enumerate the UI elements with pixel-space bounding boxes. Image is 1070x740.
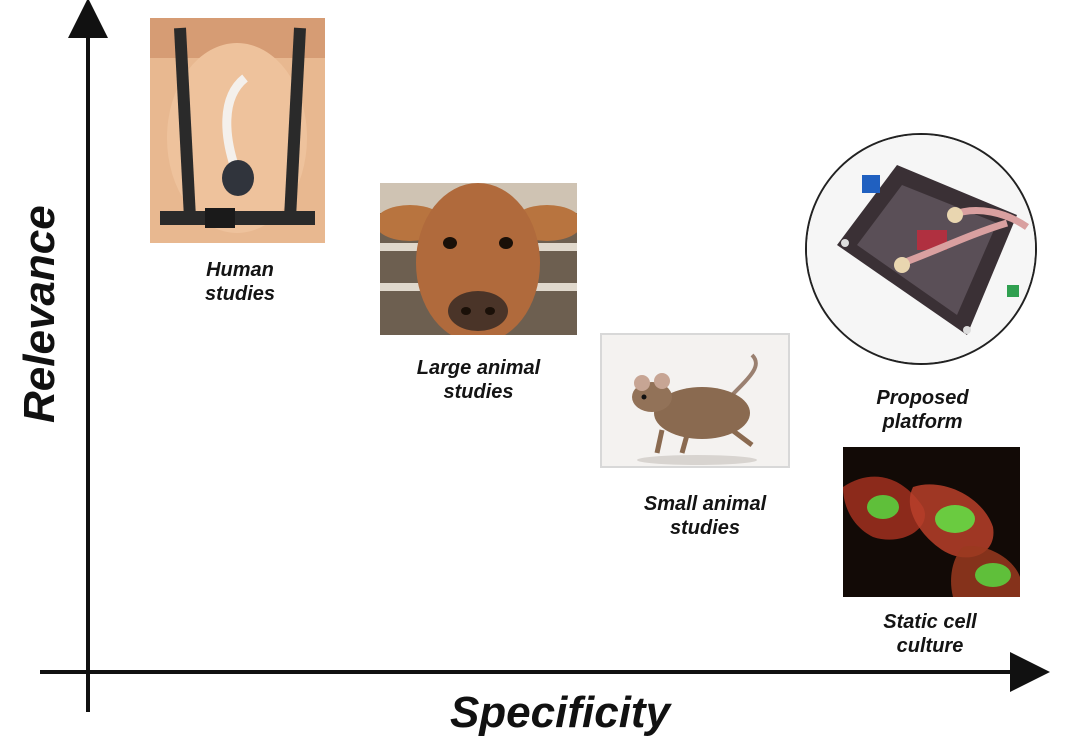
mouse-photo (600, 333, 790, 468)
y-axis-title: Relevance (12, 223, 68, 423)
calf-photo (380, 183, 577, 335)
large-animal-label-line1: Large animal (380, 356, 577, 380)
human-torso-photo (150, 18, 325, 243)
cell-culture-label-line2: culture (840, 634, 1020, 658)
x-axis-title: Specificity (440, 688, 680, 738)
large-animal-label-line2: studies (380, 380, 577, 404)
proposed-platform-label: Proposed platform (835, 386, 1010, 434)
small-animal-label-line1: Small animal (605, 492, 805, 516)
proposed-label-line2: platform (835, 410, 1010, 434)
static-cell-culture-label: Static cell culture (840, 610, 1020, 658)
small-animal-studies-label: Small animal studies (605, 492, 805, 540)
proposed-label-line1: Proposed (835, 386, 1010, 410)
cell-culture-label-line1: Static cell (840, 610, 1020, 634)
human-label-line2: studies (165, 282, 315, 306)
device-chip-photo (805, 133, 1037, 365)
small-animal-label-line2: studies (605, 516, 805, 540)
human-label-line1: Human (165, 258, 315, 282)
large-animal-studies-label: Large animal studies (380, 356, 577, 404)
human-studies-label: Human studies (165, 258, 315, 306)
cell-fluorescence-photo (843, 447, 1020, 597)
